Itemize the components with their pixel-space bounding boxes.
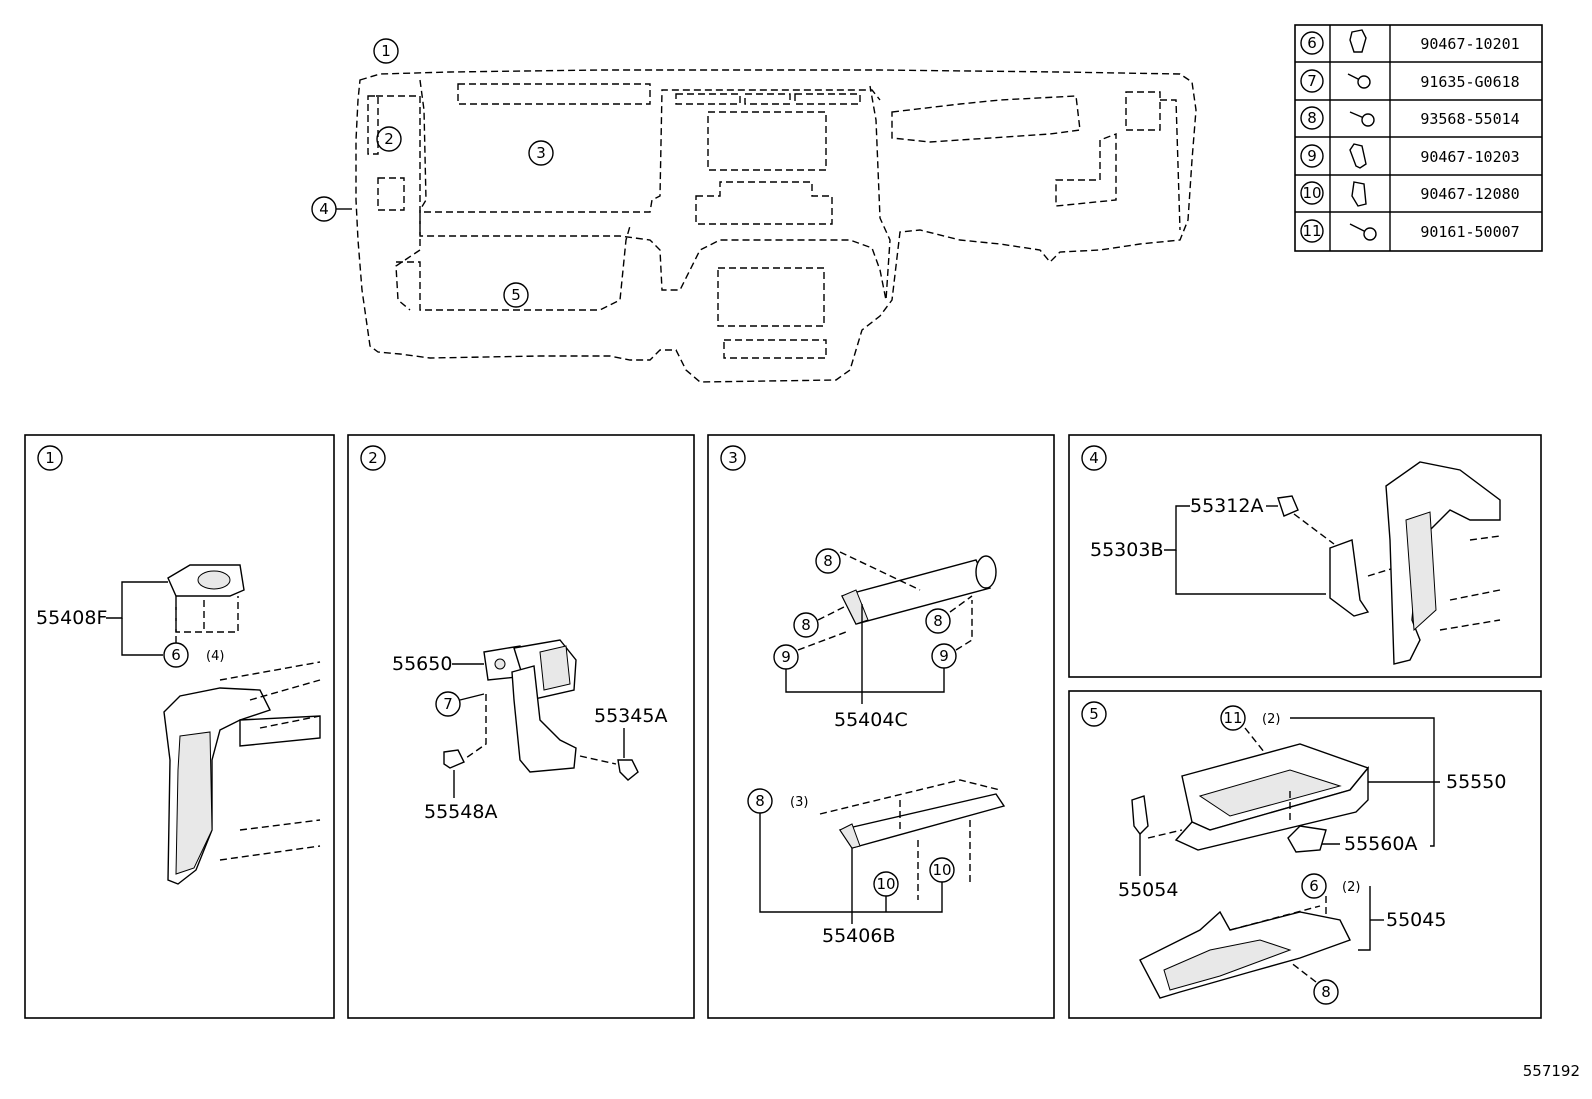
ref-6: 6: [171, 646, 181, 664]
overview-callout-3: 3: [536, 144, 546, 162]
part-number: 90467-10201: [1420, 35, 1519, 53]
table-ref: 8: [1307, 109, 1317, 127]
qty: (2): [1342, 880, 1360, 895]
overview-callouts: 1 2 3 4 5: [311, 38, 554, 308]
ref-6: 6: [1309, 877, 1319, 895]
panel-3: 3 8 8 8 9 9 55404C 8 (3) 10 10: [707, 434, 1055, 1019]
screw-icon: [1347, 73, 1371, 89]
table-row: 10 90467-12080: [1300, 181, 1520, 207]
panel-ref: 2: [368, 449, 378, 467]
part-number: 91635-G0618: [1420, 73, 1519, 91]
qty: (4): [206, 649, 224, 664]
panel-ref: 3: [728, 449, 738, 467]
table-ref: 10: [1302, 184, 1321, 202]
part-label-55406B: 55406B: [822, 925, 895, 947]
part-number: 90467-10203: [1420, 148, 1519, 166]
fastener-table: 6 90467-10201 7 91635-G0618 8 93568-5501…: [1294, 24, 1543, 252]
part-label-55345A: 55345A: [594, 705, 667, 727]
panel-4: 4 55312A 55303B: [1068, 434, 1542, 678]
table-ref: 11: [1302, 222, 1321, 240]
clip-icon: [1349, 143, 1367, 169]
table-row: 11 90161-50007: [1300, 219, 1520, 243]
panel-ref: 4: [1089, 449, 1099, 467]
part-number: 93568-55014: [1420, 110, 1519, 128]
ref-7: 7: [443, 695, 453, 713]
ref-8: 8: [823, 552, 833, 570]
clip-icon: [1351, 181, 1367, 207]
part-label-55650: 55650: [392, 653, 452, 675]
part-number: 90467-12080: [1420, 185, 1519, 203]
part-label-55560A: 55560A: [1344, 833, 1417, 855]
dashboard-overview: [355, 69, 1197, 383]
part-label-55045: 55045: [1386, 909, 1446, 931]
table-ref: 7: [1307, 72, 1317, 90]
part-label-55404C: 55404C: [834, 709, 908, 731]
ref-8: 8: [755, 792, 765, 810]
overview-callout-2: 2: [384, 130, 394, 148]
part-label-55054: 55054: [1118, 879, 1178, 901]
panel-ref: 1: [45, 449, 55, 467]
ref-8: 8: [933, 612, 943, 630]
table-row: 7 91635-G0618: [1300, 69, 1520, 93]
panel-5: 5 11 (2) 55550 55560A 55054 6 (2) 55045 …: [1068, 690, 1542, 1019]
screw-icon: [1349, 111, 1375, 127]
part-label-55303B: 55303B: [1090, 539, 1163, 561]
table-row: 9 90467-10203: [1300, 143, 1520, 169]
table-row: 6 90467-10201: [1300, 29, 1520, 55]
ref-11: 11: [1223, 709, 1242, 727]
table-ref: 6: [1307, 34, 1317, 52]
ref-9: 9: [781, 648, 791, 666]
part-number: 90161-50007: [1420, 223, 1519, 241]
part-label-55408F: 55408F: [36, 607, 107, 629]
ref-8: 8: [801, 616, 811, 634]
panel-2: 2 55650 7 55548A 55345A: [347, 434, 695, 1019]
figure-id: 557192: [1523, 1062, 1580, 1080]
overview-callout-1: 1: [381, 42, 391, 60]
ref-10: 10: [876, 875, 895, 893]
table-ref: 9: [1307, 147, 1317, 165]
part-label-55550: 55550: [1446, 771, 1506, 793]
panel-ref: 5: [1089, 705, 1099, 723]
ref-8: 8: [1321, 983, 1331, 1001]
qty: (2): [1262, 712, 1280, 727]
ref-9: 9: [939, 647, 949, 665]
part-label-55312A: 55312A: [1190, 495, 1263, 517]
clip-icon: [1349, 29, 1367, 53]
panel-1: 1 55408F 6 (4): [24, 434, 335, 1019]
overview-callout-5: 5: [511, 286, 521, 304]
ref-10: 10: [932, 861, 951, 879]
screw-icon: [1349, 223, 1377, 241]
table-row: 8 93568-55014: [1300, 106, 1520, 130]
part-label-55548A: 55548A: [424, 801, 497, 823]
qty: (3): [790, 795, 808, 810]
overview-callout-4: 4: [319, 200, 329, 218]
